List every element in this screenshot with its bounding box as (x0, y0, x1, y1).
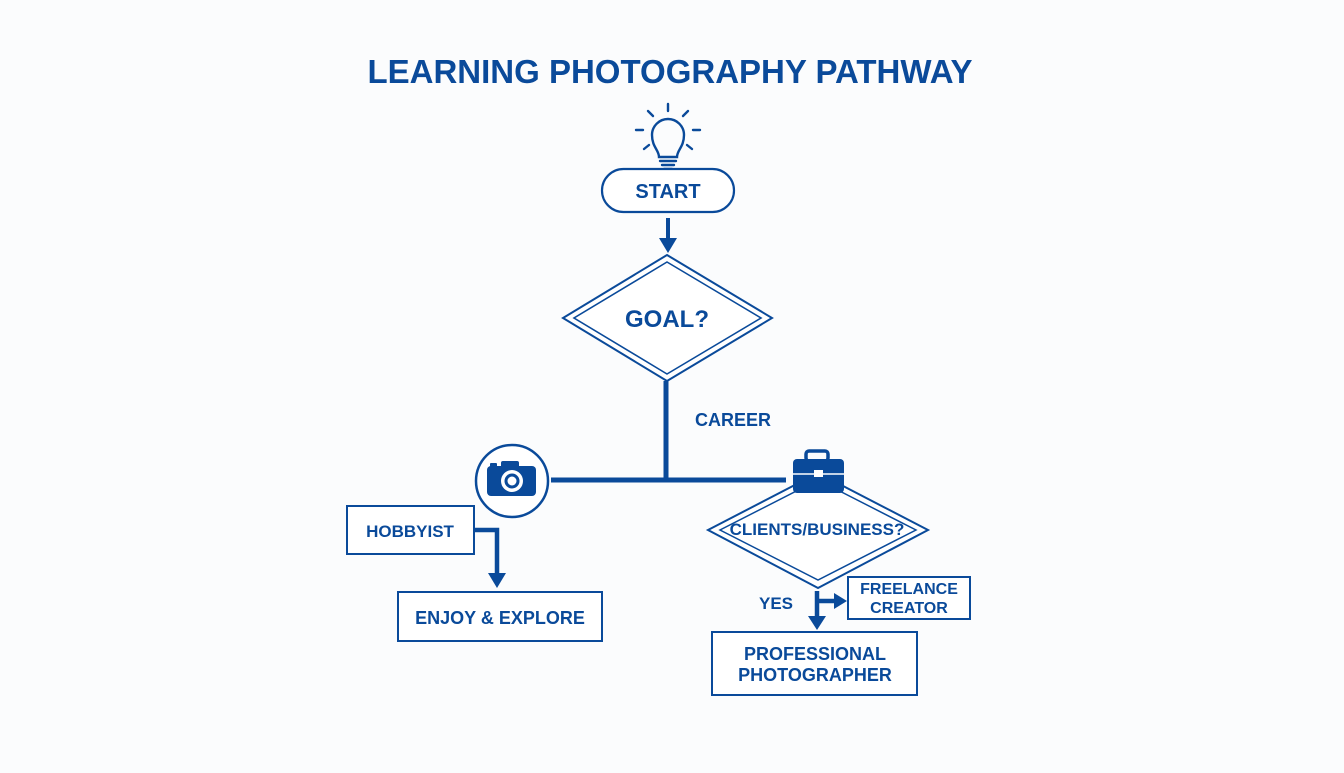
freelance-label-line2: CREATOR (870, 600, 948, 617)
camera-icon (474, 443, 550, 519)
goal-decision-node: GOAL? (561, 253, 774, 383)
arrow-clients-to-professional (808, 591, 826, 630)
professional-label-line2: PHOTOGRAPHER (738, 665, 892, 685)
yes-edge-label: YES (759, 594, 793, 613)
lightbulb-icon (634, 102, 702, 171)
clients-label: CLIENTS/BUSINESS? (730, 520, 905, 539)
start-label: START (635, 181, 700, 203)
enjoy-explore-node: ENJOY & EXPLORE (397, 591, 603, 642)
goal-label: GOAL? (625, 306, 709, 333)
arrow-hobbyist-to-enjoy (474, 527, 506, 588)
arrow-clients-to-freelance (816, 593, 847, 609)
hobbyist-node: HOBBYIST (346, 505, 475, 555)
diagram-title: LEARNING PHOTOGRAPHY PATHWAY (367, 53, 972, 90)
arrow-start-to-goal (659, 218, 677, 253)
career-edge-label: CAREER (695, 410, 771, 430)
freelance-label-line1: FREELANCE (860, 581, 958, 598)
hobbyist-label: HOBBYIST (366, 522, 454, 541)
professional-label-line1: PROFESSIONAL (744, 644, 886, 664)
professional-photographer-node: PROFESSIONAL PHOTOGRAPHER (711, 631, 918, 696)
start-node: START (600, 167, 736, 214)
clients-decision-node: CLIENTS/BUSINESS? (705, 471, 931, 590)
freelance-creator-node: FREELANCE CREATOR (847, 576, 971, 620)
briefcase-icon (793, 449, 844, 493)
enjoy-explore-label: ENJOY & EXPLORE (415, 608, 585, 628)
